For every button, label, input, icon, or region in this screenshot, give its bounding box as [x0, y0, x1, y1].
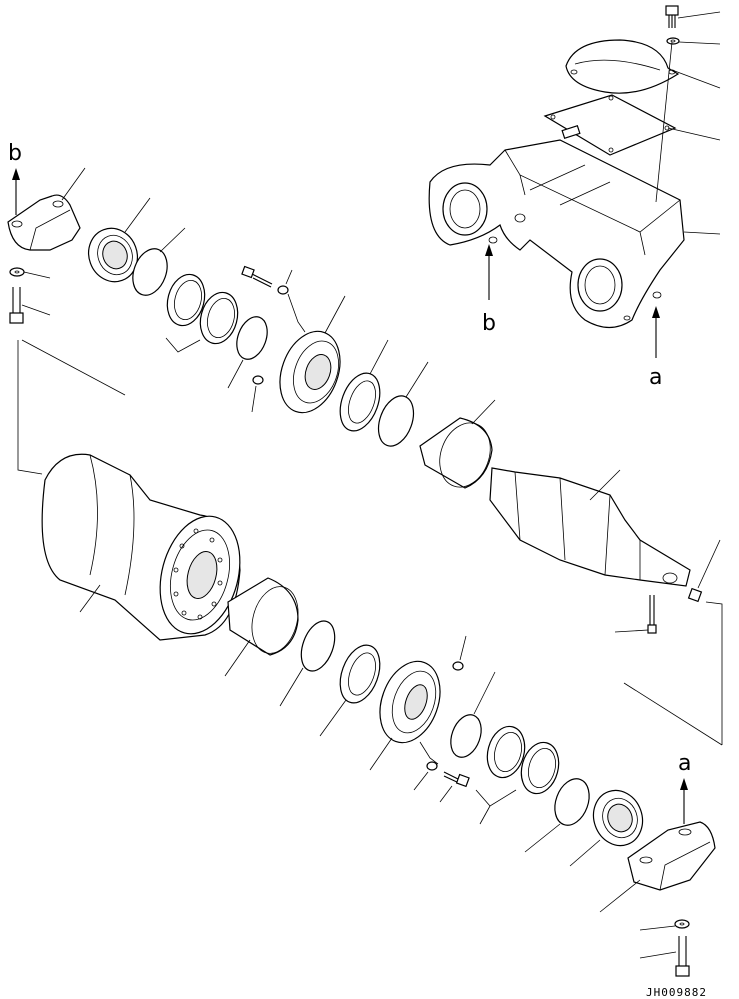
- o-ring-lower-2: [450, 671, 496, 758]
- arrow-a-frame: a: [649, 306, 662, 390]
- washer-top-right: [666, 37, 680, 45]
- thrust-washer-upper: [339, 339, 389, 432]
- track-roller: [41, 453, 241, 641]
- bolt-upper-retainer: [241, 265, 306, 333]
- arrow-b-left: b: [8, 141, 22, 215]
- shaft-cap-left: [7, 194, 81, 251]
- bolt-top-right: [665, 5, 679, 28]
- floating-seal-lower: [569, 789, 644, 867]
- seal-ring-pair-lower: [475, 725, 560, 825]
- roller-bolt-holes: [173, 528, 223, 620]
- pin-shaft: [614, 595, 657, 634]
- frame-lines-right: [623, 601, 723, 746]
- bolt-left: [9, 287, 24, 324]
- plug-upper: [251, 375, 264, 413]
- floating-seal-upper: [88, 197, 151, 283]
- plug-shaft-end: [687, 539, 721, 603]
- label-a-bottom: a: [678, 751, 691, 776]
- seal-ring-pair-upper: [165, 273, 239, 353]
- leader-lines-left: [17, 167, 126, 475]
- arrow-a-bottom: a: [678, 751, 691, 824]
- plug-lower: [452, 635, 467, 671]
- bolt-bottom: [639, 936, 690, 977]
- label-a-top: a: [649, 365, 662, 390]
- label-b-left: b: [8, 141, 22, 166]
- washer-bottom: [639, 919, 690, 931]
- o-ring-lower-1: [279, 620, 336, 707]
- gasket-plate: [543, 94, 677, 156]
- roller-shaft: [489, 467, 691, 587]
- bolt-lower-retainer: [413, 761, 470, 803]
- cover-cap: [565, 39, 680, 94]
- label-b-frame: b: [482, 311, 496, 336]
- bushing-upper: [419, 399, 496, 489]
- thrust-washer-lower: [319, 644, 381, 737]
- o-ring-lower-3: [524, 778, 590, 853]
- shaft-cap-bottom: [599, 821, 716, 913]
- bushing-lower: [224, 577, 299, 677]
- bogie-frame: [428, 139, 685, 329]
- o-ring-upper-3: [377, 361, 429, 447]
- retainer-upper: [279, 295, 346, 414]
- o-ring-upper-1: [132, 227, 186, 296]
- retainer-lower: [369, 660, 441, 771]
- washer-left: [9, 267, 25, 277]
- drawing-code: JH009882: [646, 986, 707, 999]
- arrow-b-frame: b: [482, 244, 496, 336]
- leader-lines-top-right: [655, 11, 721, 235]
- o-ring-upper-2: [227, 316, 268, 389]
